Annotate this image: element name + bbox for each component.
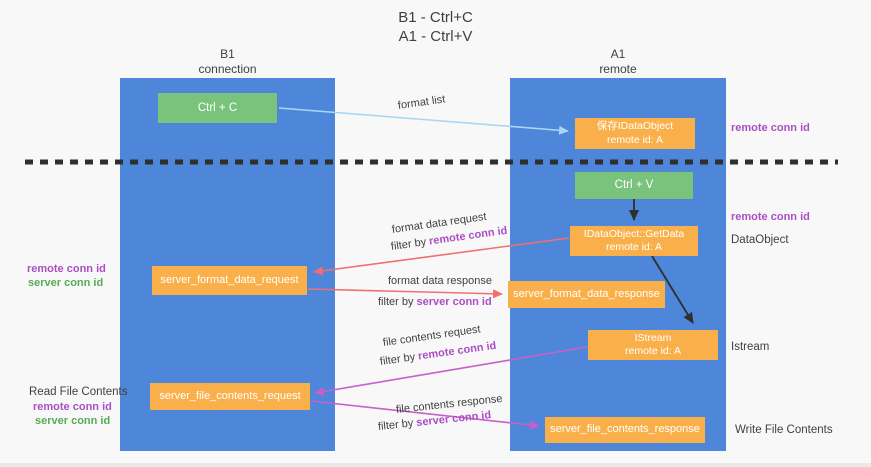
title-line-2: A1 - Ctrl+V <box>398 28 473 45</box>
server-file-contents-request-label: server_file_contents_request <box>159 389 301 402</box>
server-format-data-request-node: server_format_data_request <box>152 266 307 295</box>
server-file-contents-response-node: server_file_contents_response <box>545 417 705 443</box>
right-write-file-contents-label: Write File Contents <box>735 424 833 436</box>
lane-header-b1: B1 connection <box>120 47 335 77</box>
window-bottom-edge <box>0 463 871 467</box>
save-dataobject-node: 保存IDataObject remote id: A <box>575 118 695 149</box>
diagram-title: B1 - Ctrl+C A1 - Ctrl+V <box>0 8 871 46</box>
right-remote-conn-id-mid: remote conn id <box>731 211 810 223</box>
lane-a1-role: remote <box>599 62 637 76</box>
filter-prefix-1: filter by <box>390 235 430 253</box>
server-file-contents-request-node: server_file_contents_request <box>150 383 310 410</box>
arrow-format-data-response <box>307 288 503 299</box>
ctrl-v-node: Ctrl + V <box>575 172 693 199</box>
save-dataobject-line2: remote id: A <box>606 133 664 146</box>
left-remote-conn-id-mid: remote conn id <box>27 263 106 275</box>
right-remote-conn-id-top: remote conn id <box>731 122 810 134</box>
ctrl-v-label: Ctrl + V <box>614 179 654 192</box>
right-istream-label: Istream <box>731 341 770 353</box>
server-file-contents-response-label: server_file_contents_response <box>550 423 700 436</box>
getdata-line2: remote id: A <box>605 241 663 253</box>
filter-prefix-4: filter by <box>377 417 417 433</box>
lane-header-a1: A1 remote <box>510 47 726 77</box>
server-format-data-response-label: server_format_data_response <box>513 287 660 300</box>
server-format-data-response-node: server_format_data_response <box>508 281 665 308</box>
istream-line1: IStream <box>634 331 672 344</box>
filter-prefix-3: filter by <box>379 350 419 368</box>
right-dataobject-label: DataObject <box>731 234 789 246</box>
title-line-1: B1 - Ctrl+C <box>398 9 473 26</box>
ctrl-c-node: Ctrl + C <box>158 93 277 123</box>
left-remote-conn-id-bottom: remote conn id <box>33 401 112 413</box>
server-conn-id-filter-1: server conn id <box>416 296 492 308</box>
save-dataobject-line1: 保存IDataObject <box>596 120 674 133</box>
format-list-label: format list <box>397 93 447 112</box>
istream-node: IStream remote id: A <box>588 330 718 360</box>
server-format-data-request-label: server_format_data_request <box>160 273 299 286</box>
ctrl-c-label: Ctrl + C <box>197 101 238 114</box>
lane-b1-role: connection <box>198 62 257 76</box>
lane-b1-name: B1 <box>220 47 235 61</box>
lane-a1-name: A1 <box>610 47 626 61</box>
istream-line2: remote id: A <box>624 345 682 357</box>
getdata-line1: IDataObject::GetData <box>583 227 685 240</box>
remote-conn-id-filter-2: remote conn id <box>417 339 498 363</box>
left-server-conn-id-bottom: server conn id <box>35 415 111 427</box>
filter-by-server-conn-id-label-2: filter by server conn id <box>377 409 491 433</box>
format-data-response-label: format data response <box>388 275 492 287</box>
filter-prefix-2: filter by <box>378 296 417 308</box>
filter-by-server-conn-id-label-1: filter by server conn id <box>378 296 492 308</box>
left-server-conn-id-mid: server conn id <box>28 277 104 289</box>
left-read-file-contents-label: Read File Contents <box>29 386 128 398</box>
getdata-node: IDataObject::GetData remote id: A <box>570 226 698 256</box>
